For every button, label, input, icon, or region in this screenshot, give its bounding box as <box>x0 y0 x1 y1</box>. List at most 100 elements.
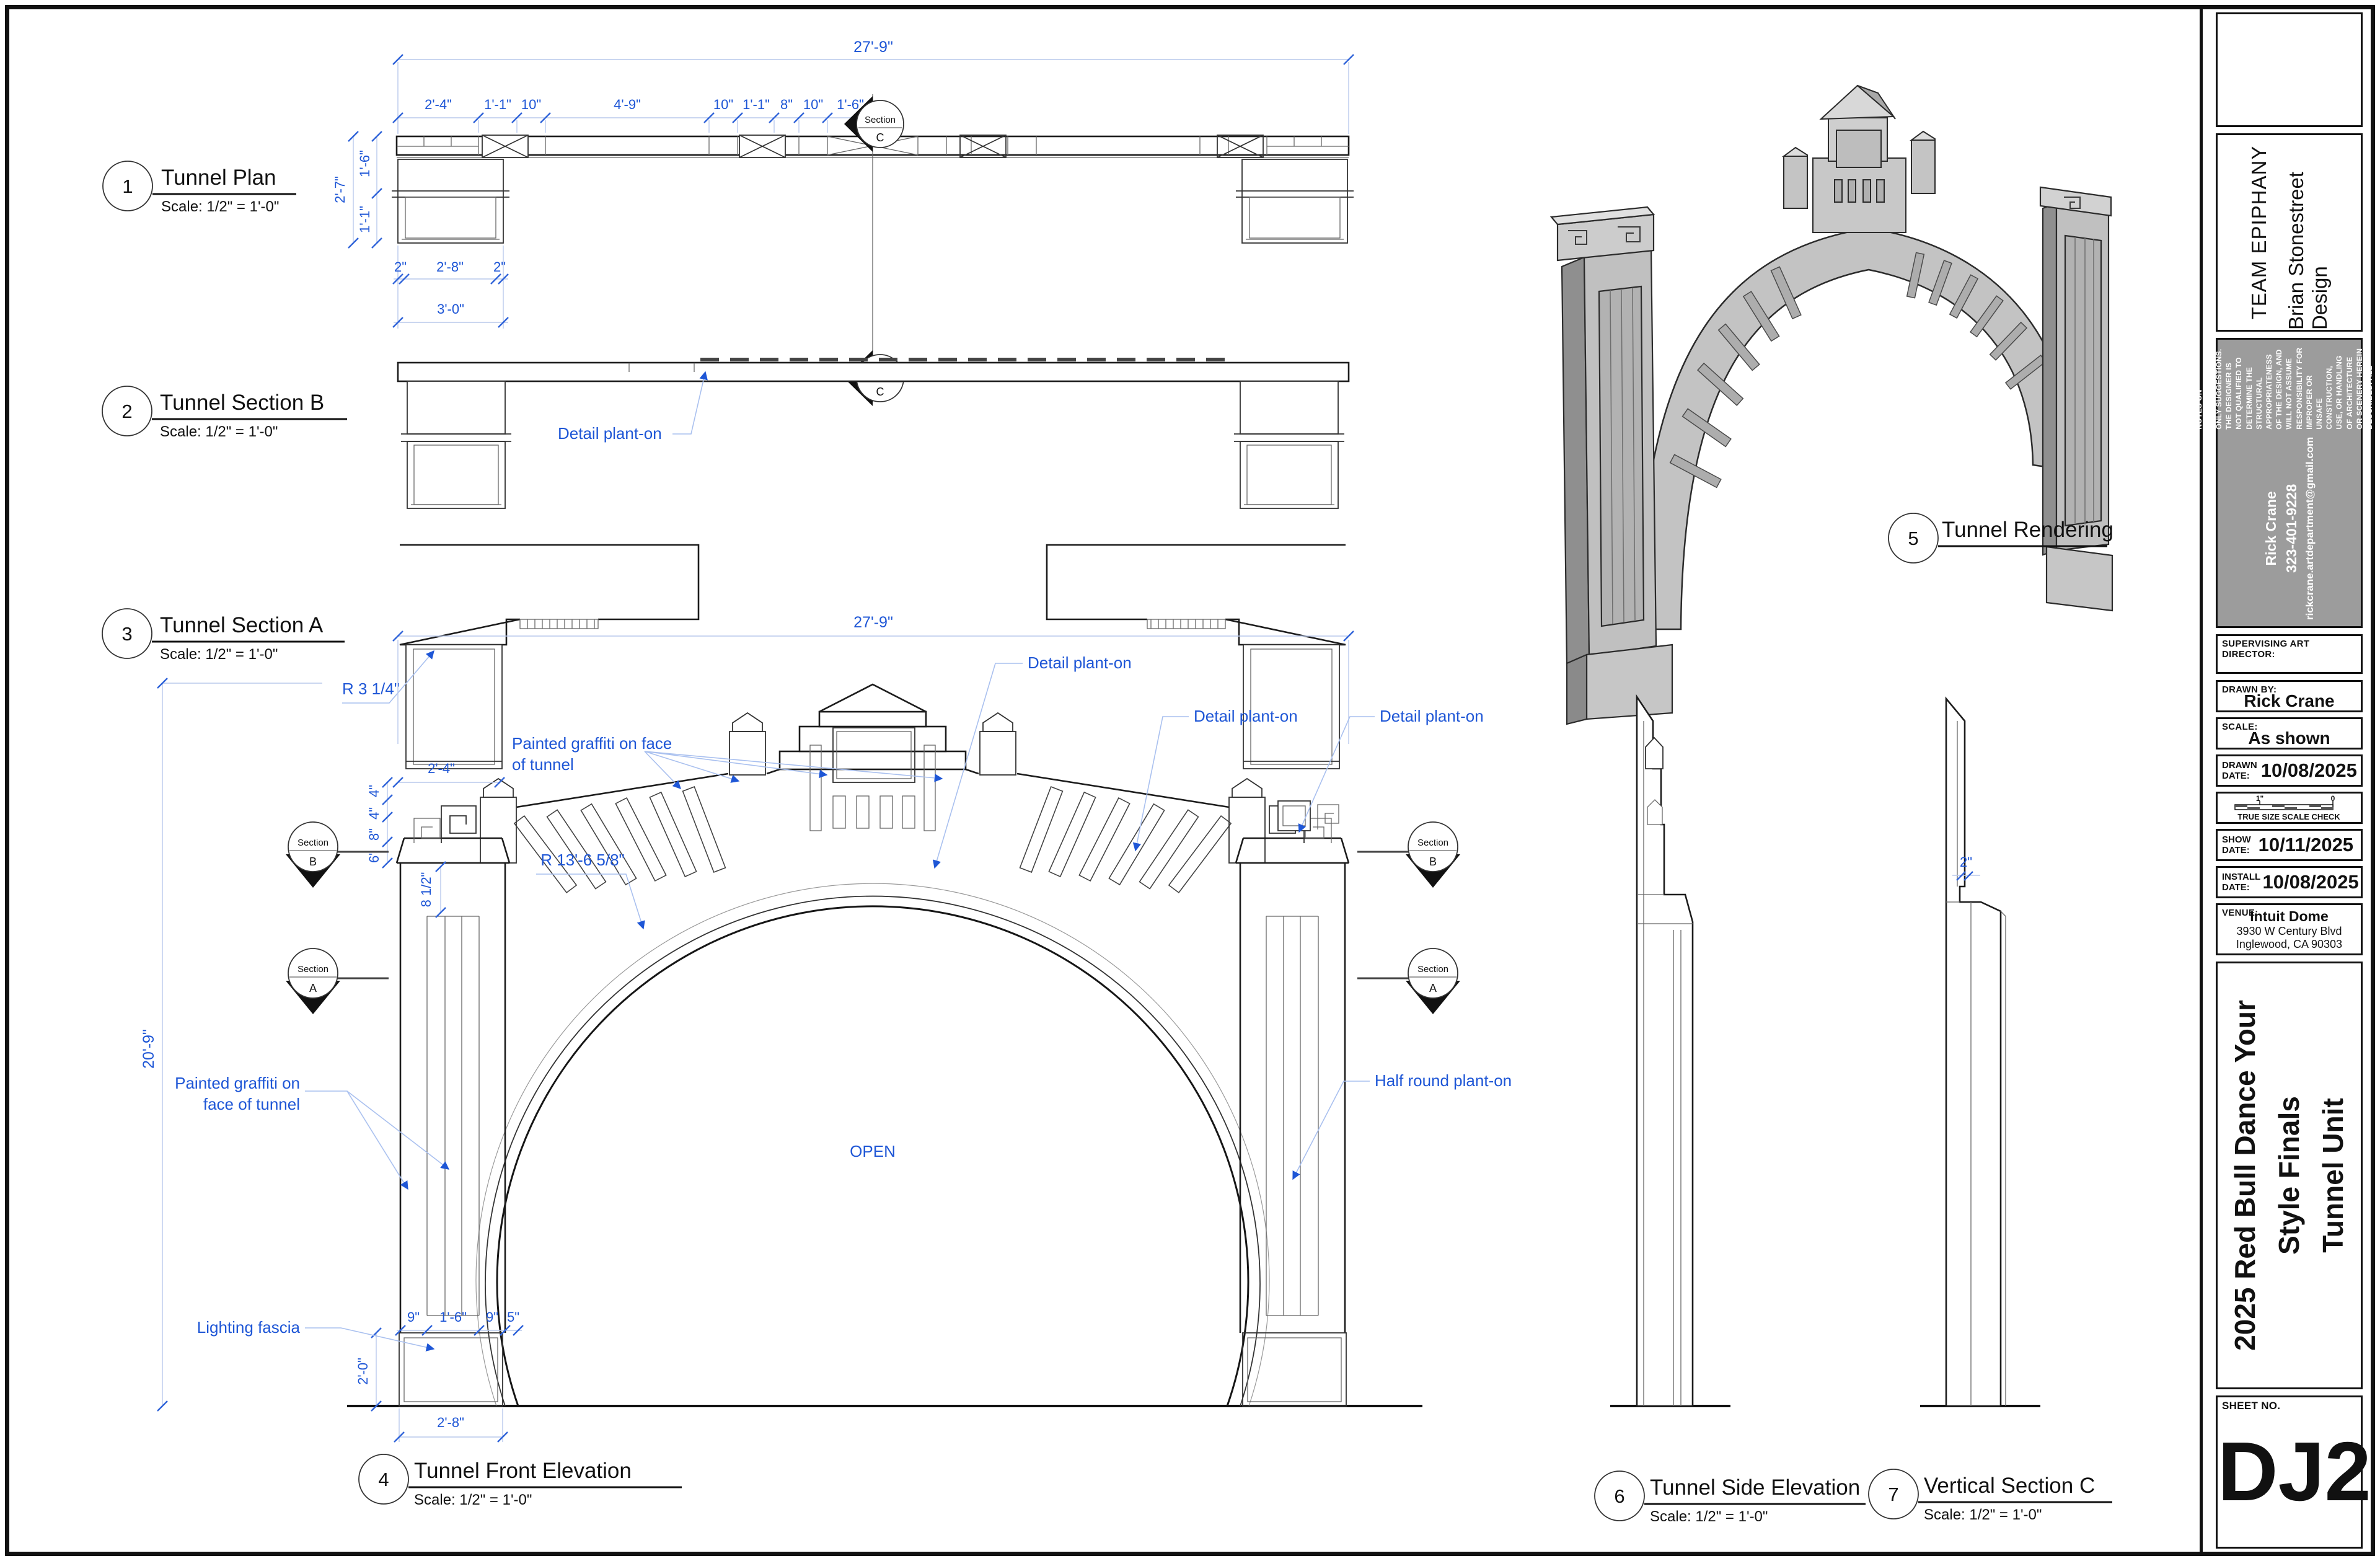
view-vertical-section-c: 2" 7 Vertical Section C Scale: 1/2" = 1'… <box>1868 696 2112 1523</box>
elev-dim-s1: 4" <box>366 785 382 797</box>
plan-dim-bottom: 2" <box>493 259 506 275</box>
center-pediment-block <box>778 683 967 831</box>
view-number: 7 <box>1888 1484 1898 1505</box>
note-graffiti-lower-1: Painted graffiti on <box>175 1074 300 1092</box>
drawn-date-label2: DATE: <box>2222 771 2250 781</box>
secb-note-detail-plant-on: Detail plant-on <box>558 424 662 443</box>
contact-phone: 323-401-9228 <box>2283 484 2299 573</box>
scale-label: SCALE: <box>2222 722 2258 732</box>
view-scale: Scale: 1/2" = 1'-0" <box>414 1492 532 1508</box>
scale-box: SCALE: As shown <box>2216 717 2363 750</box>
section-marker-word: Section <box>1417 964 1448 975</box>
elev-dim-capd: 8 1/2" <box>418 872 434 908</box>
view-scale: Scale: 1/2" = 1'-0" <box>160 646 278 663</box>
view-tunnel-plan: 27'-9" 2'-4" 1'-1" 10" 4'-9" 10" 1'-1" 8… <box>102 38 1354 406</box>
view-label-6: 6 Tunnel Side Elevation Scale: 1/2" = 1'… <box>1594 1470 1866 1525</box>
section-c-marker-top: Section C <box>844 96 904 152</box>
view-scale: Scale: 1/2" = 1'-0" <box>160 423 278 440</box>
right-column <box>1235 800 1350 1407</box>
note-half-round: Half round plant-on <box>1375 1071 1512 1090</box>
section-marker-letter: C <box>876 131 884 144</box>
note-lighting-fascia: Lighting fascia <box>197 1318 301 1337</box>
note-graffiti-upper-1: Painted graffiti on face <box>512 734 672 753</box>
render-left-pylon <box>1549 206 1673 725</box>
drawn-date-label1: DRAWN <box>2222 759 2257 771</box>
venue-box: VENUE: Intuit Dome 3930 W Century Blvd I… <box>2216 903 2363 955</box>
plan-dim-seg: 2'-4" <box>425 97 452 112</box>
elev-dim-s4: 6" <box>366 851 382 863</box>
plan-dim-bottom-total: 3'-0" <box>437 301 464 317</box>
section-marker-letter: B <box>1429 856 1437 868</box>
elev-dim-s2: 4" <box>366 807 382 820</box>
install-date-label1: INSTALL <box>2222 871 2261 882</box>
view-scale: Scale: 1/2" = 1'-0" <box>161 198 279 215</box>
project-title-line2: Tunnel Unit <box>2317 1098 2350 1253</box>
arch-band-slots <box>513 786 1232 894</box>
render-band-slots <box>1669 252 2047 489</box>
section-marker-word: Section <box>298 964 328 975</box>
plan-dim-overall: 27'-9" <box>853 38 893 56</box>
view-number: 3 <box>121 623 132 645</box>
install-date-label2: DATE: <box>2222 882 2250 893</box>
contact-box: Rick Crane 323-401-9228 rickcrane.artdep… <box>2154 338 2380 628</box>
view-tunnel-side-elevation: 6 Tunnel Side Elevation Scale: 1/2" = 1'… <box>1594 694 1866 1525</box>
elev-dim-f4: 5" <box>507 1309 519 1325</box>
supervising-box: SUPERVISING ART DIRECTOR: <box>2216 634 2363 674</box>
section-marker-letter: B <box>309 856 317 868</box>
plan-dim-bottom: 2'-8" <box>436 259 464 275</box>
section-marker-letter: A <box>309 982 317 994</box>
view-label-3: 3 Tunnel Section A Scale: 1/2" = 1'-0" <box>102 608 345 663</box>
venue-label: VENUE: <box>2222 908 2259 918</box>
section-b-marker-right: Section B <box>1357 821 1460 888</box>
section-marker-word: Section <box>1417 838 1448 848</box>
ruler-one-label: 1" <box>2256 794 2263 803</box>
plan-dim-seg: 10" <box>521 97 541 112</box>
plan-dim-bottom: 2" <box>394 259 407 275</box>
contact-name: Rick Crane <box>2262 491 2279 566</box>
view-label-4: 4 Tunnel Front Elevation Scale: 1/2" = 1… <box>358 1454 682 1508</box>
plan-dim-seg: 8" <box>780 97 793 112</box>
plan-dim-seg: 1'-1" <box>484 97 511 112</box>
sheet-no-label: SHEET NO. <box>2222 1400 2281 1412</box>
titleblock-separator <box>2200 9 2203 1552</box>
view-number: 4 <box>378 1469 389 1490</box>
plan-dim-seg: 1'-1" <box>743 97 770 112</box>
section-marker-letter: C <box>876 386 884 398</box>
elev-dim-f1: 9" <box>407 1309 420 1325</box>
plan-dim-left: 1'-1" <box>357 206 372 233</box>
project-title-line1: 2025 Red Bull Dance Your Style Finals <box>2228 1000 2305 1351</box>
sheet-border <box>5 5 2375 1556</box>
venue-name: Intuit Dome <box>2250 908 2329 924</box>
drawn-date-value: 10/08/2025 <box>2260 759 2357 781</box>
elev-radius-label: R 13'-6 5/8" <box>540 851 625 869</box>
scale-check-box: 1" 0 TRUE SIZE SCALE CHECK <box>2216 792 2363 824</box>
show-date-label1: SHOW <box>2222 834 2251 845</box>
scale-value: As shown <box>2248 728 2330 748</box>
view-number: 2 <box>121 400 132 422</box>
view-title: Tunnel Front Elevation <box>414 1459 632 1483</box>
sheet-number-box: SHEET NO. DJ2 <box>2216 1395 2371 1549</box>
view-title: Tunnel Plan <box>161 166 276 190</box>
plan-right-column <box>1236 159 1354 244</box>
view-number: 1 <box>122 175 133 197</box>
elev-dim-height: 20'-9" <box>140 1029 157 1069</box>
show-date-box: SHOW DATE: 10/11/2025 <box>2216 829 2363 861</box>
install-date-box: INSTALL DATE: 10/08/2025 <box>2216 866 2363 898</box>
drawn-by-box: DRAWN BY: Rick Crane <box>2216 680 2363 712</box>
view-scale: Scale: 1/2" = 1'-0" <box>1924 1506 2042 1523</box>
contact-email: rickcrane.artdepartment@gmail.com <box>2303 436 2316 620</box>
drawn-by-label: DRAWN BY: <box>2222 684 2277 695</box>
view-title: Tunnel Section B <box>160 391 324 415</box>
view-tunnel-section-b: Detail plant-on 2 Tunnel Section B Scale… <box>102 358 1350 509</box>
vsec-dim: 2" <box>1960 854 1972 870</box>
drawn-date-box: DRAWN DATE: 10/08/2025 <box>2216 754 2363 787</box>
plan-dim-seg: 10" <box>803 97 823 112</box>
plan-dim-seg: 4'-9" <box>614 97 641 112</box>
secb-right-column <box>1234 381 1344 509</box>
venue-address-2: Inglewood, CA 90303 <box>2236 938 2343 950</box>
show-date-label2: DATE: <box>2222 845 2250 856</box>
team-box: TEAM EPIPHANY Brian Stonestreet Design <box>2216 133 2363 332</box>
elev-dim-baseh: 2'-0" <box>355 1358 371 1385</box>
show-date-value: 10/11/2025 <box>2258 834 2354 856</box>
plan-left-column <box>392 159 509 244</box>
